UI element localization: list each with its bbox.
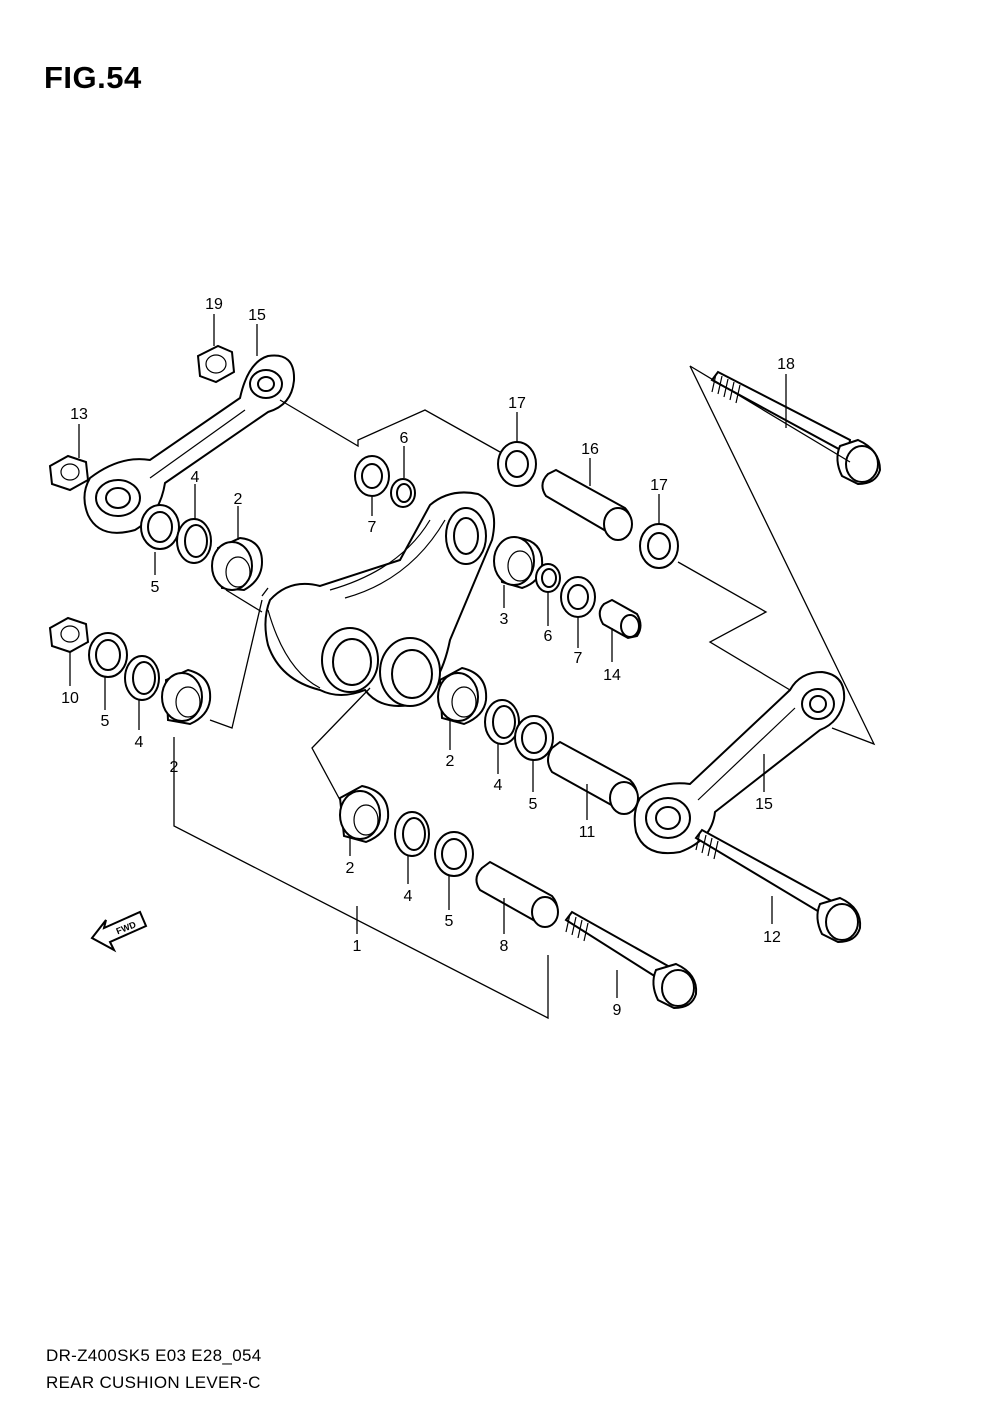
bearing-2-lower-left[interactable] [161, 668, 212, 726]
callout: 19 [205, 296, 223, 313]
callout: 6 [400, 430, 409, 447]
washer-5-mid[interactable] [514, 715, 554, 761]
callout: 14 [603, 667, 621, 684]
callout: 12 [763, 929, 781, 946]
callout: 5 [445, 913, 454, 930]
callout-numbers: 19 15 13 4 2 5 6 7 17 16 17 18 3 6 7 14 … [61, 296, 795, 1019]
callout: 2 [346, 860, 355, 877]
model-code: DR-Z400SK5 E03 E28_054 [46, 1346, 262, 1365]
nut-13[interactable] [48, 454, 90, 492]
collar-14[interactable] [598, 598, 642, 640]
seal-4-lower[interactable] [394, 811, 430, 857]
callout: 2 [446, 753, 455, 770]
washer-7-right[interactable] [560, 576, 596, 618]
callout: 9 [613, 1002, 622, 1019]
washer-5-upper[interactable] [140, 504, 180, 550]
bearing-2-upper[interactable] [211, 536, 264, 592]
figure-title: FIG.54 [44, 60, 142, 95]
nut-19[interactable] [196, 344, 236, 384]
bearing-3[interactable] [493, 536, 544, 590]
connecting-rod-upper[interactable] [83, 354, 296, 534]
connecting-rod-lower[interactable] [633, 670, 846, 854]
callout: 5 [101, 713, 110, 730]
callout: 2 [234, 491, 243, 508]
callout: 4 [191, 469, 200, 486]
callout: 5 [151, 579, 160, 596]
collar-8[interactable] [475, 860, 559, 928]
callout: 4 [494, 777, 503, 794]
washer-17-upper[interactable] [497, 441, 537, 487]
callout: 11 [579, 824, 596, 841]
callout: 8 [500, 938, 509, 955]
callout: 17 [650, 477, 668, 494]
callout: 4 [404, 888, 413, 905]
bearing-2-mid[interactable] [437, 666, 488, 726]
callout: 13 [70, 406, 88, 423]
washer-7-upper[interactable] [354, 455, 390, 497]
seal-4-mid[interactable] [484, 699, 520, 745]
cushion-lever[interactable] [264, 491, 496, 707]
reference-lines [173, 365, 876, 1020]
bearing-6-right[interactable] [535, 563, 561, 593]
callout: 3 [500, 611, 509, 628]
bearing-6-upper[interactable] [390, 478, 416, 508]
callout: 16 [581, 441, 599, 458]
callout: 15 [755, 796, 773, 813]
callout: 1 [353, 938, 362, 955]
callout: 5 [529, 796, 538, 813]
fwd-arrow-icon: FWD [90, 910, 148, 953]
bearing-2-lower[interactable] [338, 784, 390, 844]
callout: 15 [248, 307, 266, 324]
figure-name: REAR CUSHION LEVER-C [46, 1373, 261, 1392]
leader-lines [69, 314, 787, 998]
nut-10[interactable] [48, 616, 90, 654]
callout: 4 [135, 734, 144, 751]
callout: 2 [170, 759, 179, 776]
collar-16[interactable] [541, 468, 633, 541]
callout: 17 [508, 395, 526, 412]
washer-5-lower-left[interactable] [88, 632, 128, 678]
callout: 7 [368, 519, 377, 536]
bolt-9[interactable] [564, 910, 698, 1010]
callout: 18 [777, 356, 795, 373]
bolt-18[interactable] [710, 370, 882, 486]
callout: 10 [61, 690, 79, 707]
washer-5-lower[interactable] [434, 831, 474, 877]
collar-11[interactable] [547, 740, 639, 815]
seal-4-upper[interactable] [176, 518, 212, 564]
seal-4-lower-left[interactable] [124, 655, 160, 701]
bolt-12[interactable] [694, 828, 862, 944]
washer-17-mid[interactable] [639, 523, 679, 569]
callout: 7 [574, 650, 583, 667]
callout: 6 [544, 628, 553, 645]
